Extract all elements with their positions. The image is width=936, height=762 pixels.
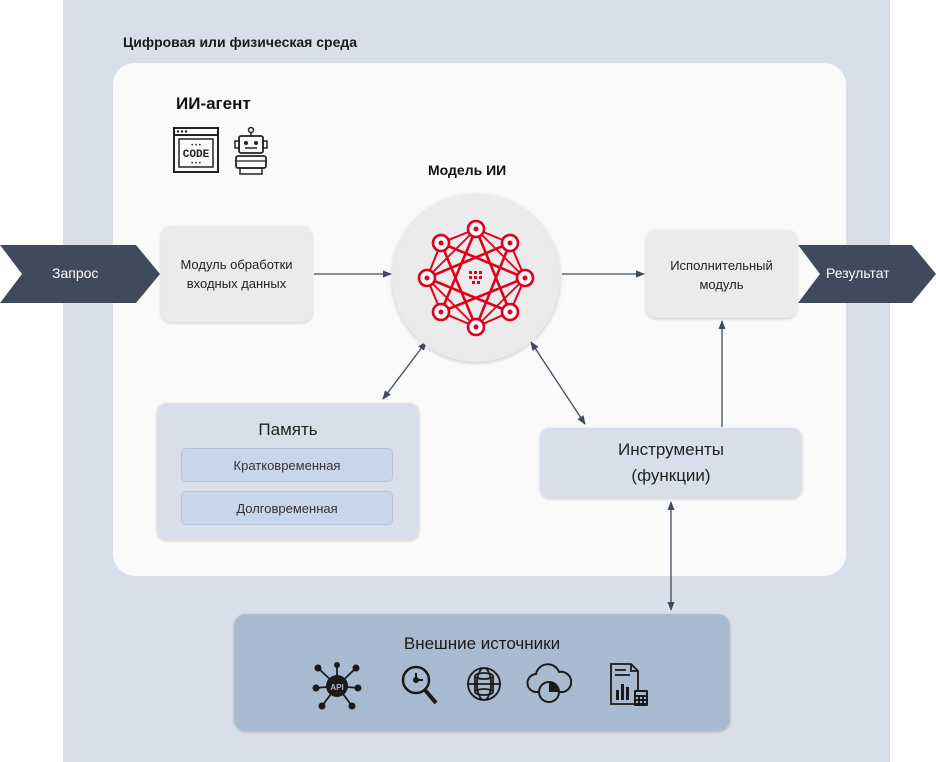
- memory-title: Память: [258, 420, 318, 439]
- input-label: Запрос: [52, 265, 99, 281]
- robot-icon: [234, 127, 268, 175]
- output-label: Результат: [826, 265, 890, 281]
- svg-text:• • •: • • •: [191, 143, 201, 149]
- memory-module: Память Кратковременная Долговременная: [157, 403, 419, 540]
- input-arrow: [0, 245, 160, 303]
- exec-module-line1: Исполнительный: [670, 258, 773, 273]
- memory-long-term: Долговременная: [181, 491, 393, 525]
- execution-module: Исполнительный модуль: [646, 230, 797, 318]
- api-icon-text: API: [330, 683, 343, 692]
- report-calculator-icon: [610, 663, 648, 706]
- input-module-line1: Модуль обработки: [180, 257, 293, 272]
- input-processing-module: Модуль обработки входных данных: [161, 226, 312, 322]
- tools-line2: (функции): [631, 466, 711, 485]
- database-globe-icon: [467, 667, 501, 701]
- model-title: Модель ИИ: [428, 162, 507, 178]
- external-title: Внешние источники: [403, 634, 561, 653]
- memory-short-term: Кратковременная: [181, 448, 393, 482]
- svg-text:• • •: • • •: [191, 161, 201, 167]
- code-icon-text: CODE: [183, 149, 210, 161]
- tools-line1: Инструменты: [617, 440, 724, 459]
- input-module-line2: входных данных: [186, 276, 287, 291]
- agent-title: ИИ-агент: [176, 94, 251, 113]
- cloud-chart-icon: [526, 663, 572, 703]
- search-analytics-icon: [401, 665, 438, 705]
- external-sources: Внешние источники: [234, 614, 730, 731]
- neural-star-icon: [417, 219, 535, 337]
- tools-module: Инструменты (функции): [540, 428, 802, 498]
- code-window-icon: CODE • • • • • •: [173, 127, 219, 173]
- arrow-model-tools: [530, 341, 586, 425]
- api-network-icon: API: [312, 662, 362, 710]
- output-arrow: [798, 245, 936, 303]
- arrow-model-memory: [382, 341, 427, 400]
- exec-module-line2: модуль: [699, 277, 744, 292]
- environment-title: Цифровая или физическая среда: [123, 34, 358, 50]
- ai-model-node: [392, 194, 560, 362]
